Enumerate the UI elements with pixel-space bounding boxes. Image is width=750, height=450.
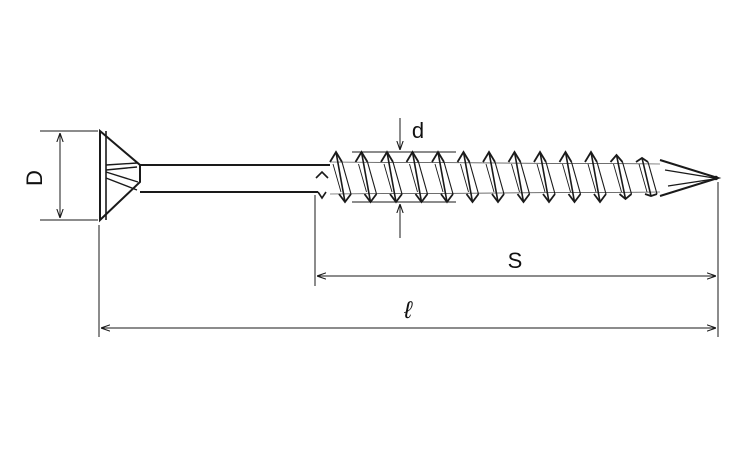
thread-flight-line xyxy=(392,161,403,195)
thread-flight-line xyxy=(621,161,633,195)
thread-flight-line xyxy=(443,161,454,195)
dimension-head-diameter: D xyxy=(22,130,98,221)
dimension-thread-diameter: d xyxy=(352,118,456,238)
thread-flight-line xyxy=(460,163,469,193)
thread-flight-line xyxy=(596,161,607,195)
thread-flight-line xyxy=(409,163,418,193)
thread-flight-line xyxy=(358,163,367,193)
thread-flight-line xyxy=(641,157,652,197)
label-thread-diameter: d xyxy=(412,118,424,143)
thread-flight-line xyxy=(488,151,499,203)
screw-threads xyxy=(315,150,661,204)
label-thread-length: S xyxy=(508,248,523,273)
thread-flight-line xyxy=(383,163,393,193)
label-head-diameter: D xyxy=(22,170,47,186)
thread-flight-line xyxy=(468,161,480,195)
thread-flight-line xyxy=(545,161,556,195)
thread-flight-line xyxy=(462,151,474,203)
thread-flight-line xyxy=(417,161,429,195)
thread-flight-line xyxy=(647,161,658,195)
screw-head xyxy=(99,128,141,223)
thread-flight-line xyxy=(536,163,546,193)
thread-flight-line xyxy=(485,163,495,193)
thread-flight-line xyxy=(494,161,505,195)
thread-flight-line xyxy=(511,163,520,193)
thread-flight-line xyxy=(437,151,448,203)
thread-flight-line xyxy=(615,154,627,200)
dimension-total-length: ℓ xyxy=(98,225,716,337)
screw-shank xyxy=(140,164,330,193)
thread-flight-line xyxy=(590,151,601,203)
thread-flight-line xyxy=(332,163,342,193)
thread-flight-line xyxy=(513,151,525,203)
thread-flight-line xyxy=(434,163,444,193)
thread-flight-line xyxy=(587,163,597,193)
thread-flight-line xyxy=(564,151,576,203)
thread-flight-line xyxy=(519,161,531,195)
thread-flight-line xyxy=(638,163,648,193)
thread-flight-line xyxy=(366,161,378,195)
thread-flight-line xyxy=(562,163,571,193)
thread-flight-line xyxy=(613,163,622,193)
thread-flight-line xyxy=(315,170,329,200)
thread-flight-line xyxy=(570,161,582,195)
screw-tip xyxy=(659,159,722,197)
thread-flight-line xyxy=(329,161,661,165)
thread-flight-line xyxy=(341,161,352,195)
thread-flight-line xyxy=(539,151,550,203)
thread-flight-line xyxy=(329,191,661,195)
label-total-length: ℓ xyxy=(403,297,413,324)
dimension-thread-length: S xyxy=(314,182,719,337)
